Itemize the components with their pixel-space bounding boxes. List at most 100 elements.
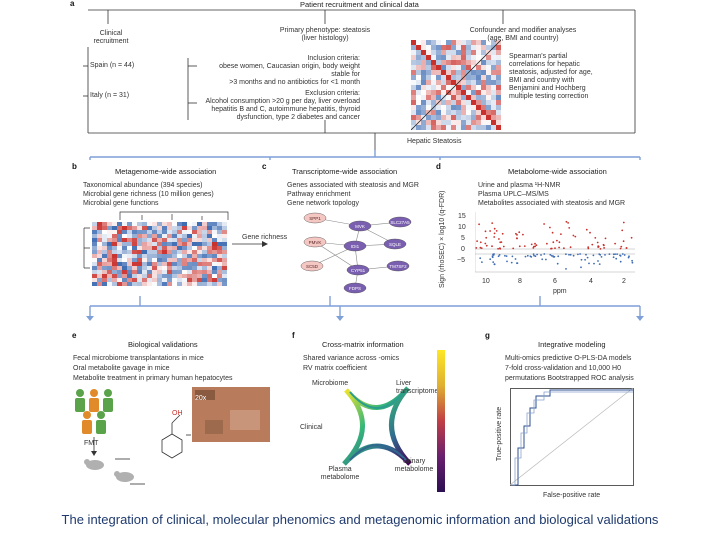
heatmap-cell [496,85,501,90]
heatmap-cell [152,238,157,242]
heatmap-cell [187,262,192,266]
network-node-label: TM7SF2 [389,264,407,269]
heatmap-cell [112,242,117,246]
heatmap-cell [207,250,212,254]
heatmap-cell [486,110,491,115]
heatmap-cell [162,250,167,254]
scatter-point [489,230,491,232]
heatmap-cell [202,270,207,274]
heatmap-cell [416,90,421,95]
heatmap-cell [421,55,426,60]
confounder-analyses: Confounder and modifier analyses (age, B… [469,27,577,42]
heatmap-cell [147,258,152,262]
heatmap-cell [486,125,491,130]
heatmap-cell [197,258,202,262]
heatmap-cell [97,222,102,226]
heatmap-cell [167,262,172,266]
heatmap-cell [496,80,501,85]
heatmap-cell [446,60,451,65]
panel-b-line-3: Microbial gene functions [83,200,159,207]
heatmap-cell [167,282,172,286]
heatmap-cell [157,262,162,266]
heatmap-cell [197,230,202,234]
heatmap-cell [476,125,481,130]
panel-c-title: Transcriptome-wide association [292,167,398,176]
heatmap-cell [112,278,117,282]
panel-g-line-1: Multi-omics predictive O-PLS-DA models [505,355,632,362]
scatter-point [580,266,582,269]
scatter-point [604,254,606,256]
heatmap-cell [97,250,102,254]
heatmap-cell [466,100,471,105]
heatmap-cell [122,238,127,242]
heatmap-cell [162,278,167,282]
heatmap-cell [486,65,491,70]
heatmap-cell [147,250,152,254]
heatmap-cell [486,60,491,65]
row-connector-arrows [86,296,644,321]
heatmap-cell [197,266,202,270]
heatmap-cell [167,238,172,242]
heatmap-cell [92,230,97,234]
heatmap-cell [107,270,112,274]
heatmap-cell [217,282,222,286]
scatter-point [596,241,599,244]
heatmap-cell [436,65,441,70]
network-node-label: SPP1 [309,216,321,221]
heatmap-cell [142,270,147,274]
heatmap-cell [217,226,222,230]
heatmap-cell [117,258,122,262]
scatter-point [516,262,519,265]
heatmap-cell [102,234,107,238]
network-node-label: MVK [355,224,365,229]
heatmap-cell [431,50,436,55]
heatmap-cell [207,230,212,234]
heatmap-cell [157,258,162,262]
heatmap-cell [157,246,162,250]
heatmap-cell [451,45,456,50]
heatmap-cell [436,105,441,110]
heatmap-cell [451,70,456,75]
heatmap-cell [431,75,436,80]
heatmap-cell [411,80,416,85]
scatter-point [511,255,514,258]
heatmap-cell [222,246,227,250]
heatmap-cell [416,125,421,130]
scatter-point [589,231,591,234]
heatmap-cell [466,90,471,95]
heatmap-cell [142,242,147,246]
heatmap-cell [441,100,446,105]
heatmap-cell [471,70,476,75]
heatmap-cell [217,246,222,250]
scatter-point [530,256,533,258]
heatmap-cell [122,222,127,226]
heatmap-cell [222,250,227,254]
heatmap-cell [147,270,152,274]
heatmap-cell [162,242,167,246]
scatter-point [587,246,590,249]
heatmap-cell [177,238,182,242]
heatmap-cell [446,75,451,80]
heatmap-cell [486,75,491,80]
heatmap-cell [192,250,197,254]
heatmap-cell [177,234,182,238]
heatmap-cell [157,242,162,246]
heatmap-cell [411,40,416,45]
heatmap-cell [207,246,212,250]
heatmap-cell [122,242,127,246]
heatmap-cell [137,230,142,234]
scatter-point [556,262,559,265]
heatmap-cell [441,50,446,55]
heatmap-cell [217,266,222,270]
heatmap-cell [197,242,202,246]
heatmap-cell [182,222,187,226]
network-edge [314,241,359,271]
heatmap-cell [491,110,496,115]
scatter-point [491,245,493,248]
heatmap-cell [461,55,466,60]
heatmap-cell [177,230,182,234]
italy-cohort: Italy (n = 31) [90,92,130,99]
scatter-point [614,242,616,245]
heatmap-cell [456,70,461,75]
heatmap-cell [122,250,127,254]
